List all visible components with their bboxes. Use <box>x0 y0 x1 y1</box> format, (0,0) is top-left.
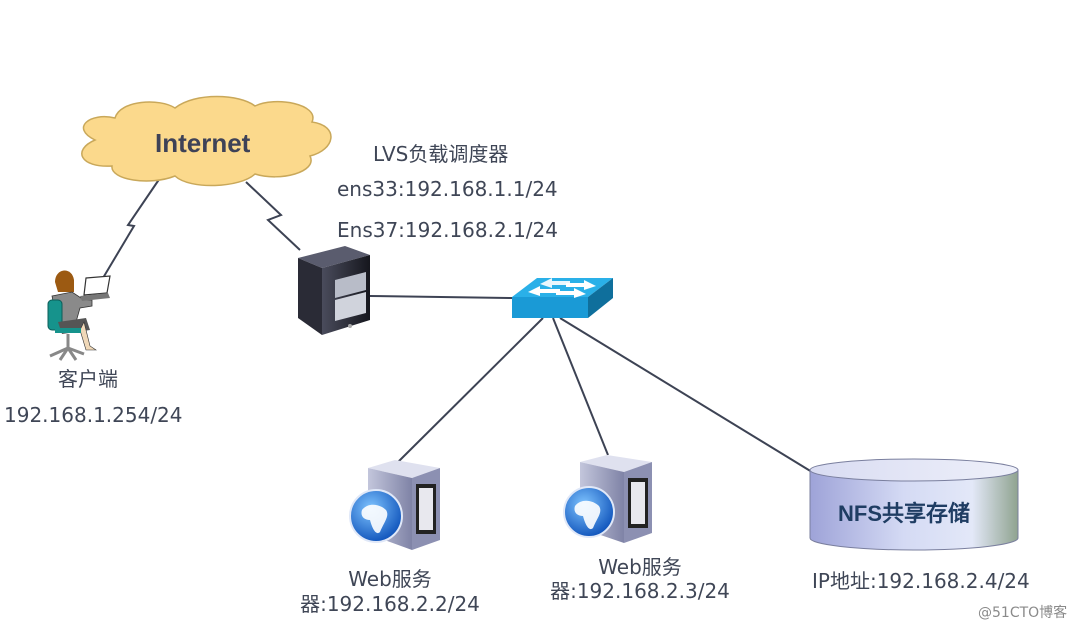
link-internet-lvs <box>245 181 301 251</box>
nfs-ip: IP地址:192.168.2.4/24 <box>812 569 1030 593</box>
link-lvs-switch <box>369 295 513 299</box>
internet-cloud-icon <box>81 95 332 187</box>
link-switch-web2 <box>552 317 609 456</box>
connections <box>99 177 813 473</box>
web1-label-line1: Web服务 <box>348 567 432 591</box>
nfs-label: NFS共享存储 <box>838 501 971 526</box>
lvs-server-icon <box>298 246 370 335</box>
client-person-icon <box>47 270 111 361</box>
watermark: @51CTO博客 <box>978 605 1068 621</box>
web1-label-line2: 器:192.168.2.2/24 <box>300 592 480 616</box>
web-server-2-icon <box>563 455 652 543</box>
client-ip: 192.168.1.254/24 <box>4 403 183 427</box>
lvs-title: LVS负载调度器 <box>373 142 509 166</box>
web2-label-line2: 器:192.168.2.3/24 <box>550 579 730 603</box>
link-switch-web1 <box>394 317 544 466</box>
link-client-internet <box>99 177 161 284</box>
nfs-storage-icon <box>809 458 1019 551</box>
client-title: 客户端 <box>58 367 118 391</box>
web2-label-line1: Web服务 <box>598 555 682 579</box>
switch-icon <box>512 278 613 318</box>
web-server-1-icon <box>349 460 440 550</box>
lvs-ens37-ip: Ens37:192.168.2.1/24 <box>337 218 558 242</box>
link-switch-nfs <box>559 317 813 473</box>
lvs-ens33-ip: ens33:192.168.1.1/24 <box>337 177 558 201</box>
internet-label: Internet <box>155 128 251 158</box>
